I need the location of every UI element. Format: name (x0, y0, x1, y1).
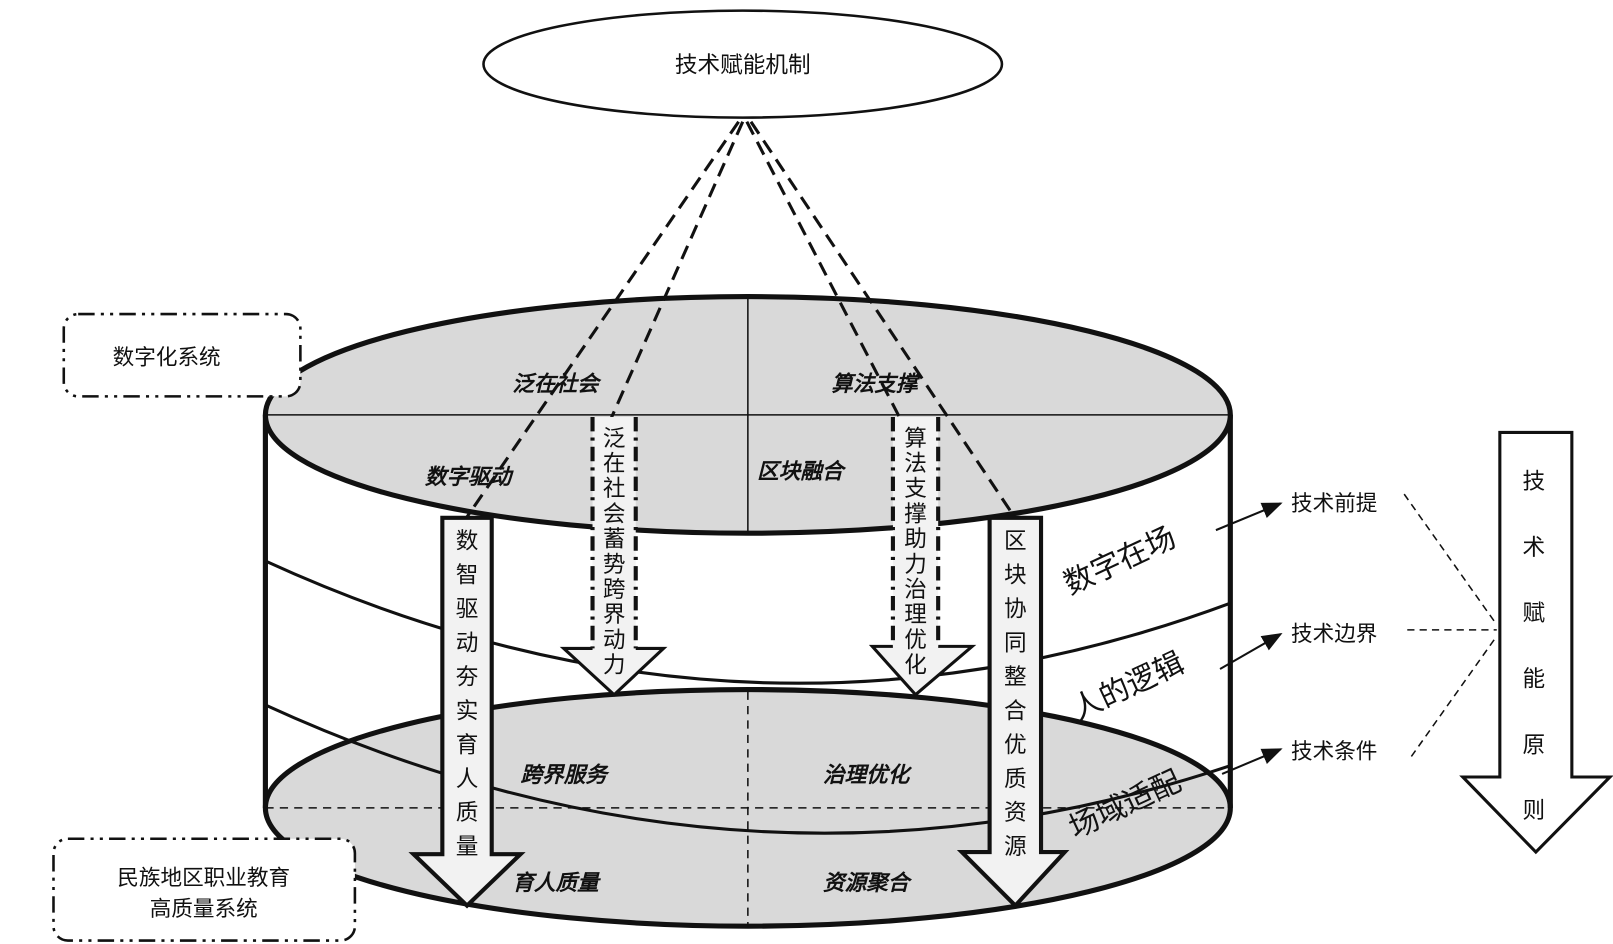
flow-arrow-char: 整 (1004, 664, 1027, 690)
principle-char: 原 (1522, 732, 1545, 758)
principle-arrow (1459, 430, 1613, 855)
flow-arrow-char: 泛 (603, 426, 626, 452)
outcome-label-2: 技术边界 (1291, 622, 1377, 647)
flow-arrow-char: 动 (603, 627, 626, 653)
outcome-label-3: 技术条件 (1291, 739, 1377, 764)
flow-arrow-char: 理 (904, 602, 927, 628)
bottom-disk-label-2: 治理优化 (823, 763, 913, 788)
outcome-arrow-2 (1219, 632, 1283, 670)
band-label-2: 人的逻辑 (1067, 646, 1190, 728)
flow-arrow-char: 助 (904, 527, 927, 553)
outcome-label-1: 技术前提 (1291, 492, 1377, 517)
flow-arrow-char: 资 (1004, 800, 1027, 826)
mechanism-ellipse (482, 9, 1004, 119)
mechanism-label: 技术赋能机制 (675, 52, 811, 78)
flow-arrow-char: 会 (603, 501, 626, 527)
flow-arrow-char: 同 (1004, 630, 1027, 656)
outcome-arrow-1 (1215, 502, 1283, 532)
top-disk-label-2: 算法支撑 (831, 372, 921, 397)
principle-char: 技 (1522, 469, 1545, 495)
flow-arrow-char: 动 (456, 630, 479, 656)
band-curve-upper (264, 559, 1231, 685)
flow-arrow-char: 协 (1004, 597, 1027, 623)
principle-connectors (1403, 493, 1498, 757)
flow-arrow-char: 质 (456, 800, 479, 826)
principle-char: 术 (1522, 535, 1545, 561)
flow-arrow-char: 治 (904, 577, 927, 603)
bottom-disk-label-1: 跨界服务 (521, 763, 611, 788)
principle-char: 则 (1522, 798, 1545, 824)
flow-arrow-char: 源 (1004, 834, 1027, 860)
flow-arrow-char: 智 (456, 563, 479, 589)
flow-arrow-char: 蓄 (603, 527, 626, 553)
flow-arrow-char: 驱 (456, 597, 479, 623)
top-disk-label-4: 区块融合 (757, 460, 847, 485)
flow-arrow-char: 社 (603, 476, 626, 502)
flow-arrow-char: 量 (456, 834, 479, 860)
flow-arrow-char: 育 (456, 732, 479, 758)
bottom-disk-label-3: 育人质量 (512, 871, 601, 896)
flow-arrow-char: 区 (1004, 529, 1027, 555)
flow-arrow-char: 数 (456, 529, 479, 555)
flow-arrow-char: 夯 (456, 664, 479, 690)
band-curve-lower (264, 703, 1231, 835)
flow-arrow-char: 撑 (904, 501, 927, 527)
top-disk-label-3: 数字驱动 (425, 465, 515, 490)
mechanism-connectors (463, 120, 1018, 521)
flow-arrow-char: 化 (904, 653, 927, 679)
principle-char: 能 (1522, 666, 1545, 692)
flow-arrow-char: 优 (904, 627, 927, 653)
principle-char: 赋 (1522, 601, 1545, 627)
vocational-system-label-1: 民族地区职业教育 (117, 866, 290, 891)
flow-arrow-char: 块 (1004, 563, 1027, 589)
digital-system-label: 数字化系统 (113, 346, 221, 371)
outcome-arrow-3 (1221, 748, 1283, 775)
vocational-system-box (52, 837, 357, 942)
flow-arrow-char: 质 (1004, 766, 1027, 792)
flow-arrow-char: 优 (1004, 732, 1027, 758)
band-label-1: 数字在场 (1058, 520, 1181, 602)
flow-arrow-char: 实 (456, 698, 479, 724)
vocational-system-label-2: 高质量系统 (150, 897, 258, 922)
bottom-disk-label-4: 资源聚合 (823, 871, 913, 896)
flow-arrow-char: 人 (456, 766, 479, 792)
flow-arrow-char: 跨 (603, 577, 626, 603)
flow-arrow-char: 算 (904, 426, 927, 452)
digital-system-box (62, 312, 302, 398)
flow-arrow-char: 合 (1004, 698, 1027, 724)
flow-arrow-char: 力 (904, 552, 927, 578)
flow-arrow-char: 支 (904, 476, 927, 502)
flow-arrow-char: 力 (603, 653, 626, 679)
flow-arrow-char: 势 (603, 552, 626, 578)
flow-arrow-char: 在 (603, 451, 626, 477)
flow-arrow-char: 法 (904, 451, 927, 477)
top-disk-label-1: 泛在社会 (512, 372, 602, 397)
flow-arrow-char: 界 (603, 602, 626, 628)
